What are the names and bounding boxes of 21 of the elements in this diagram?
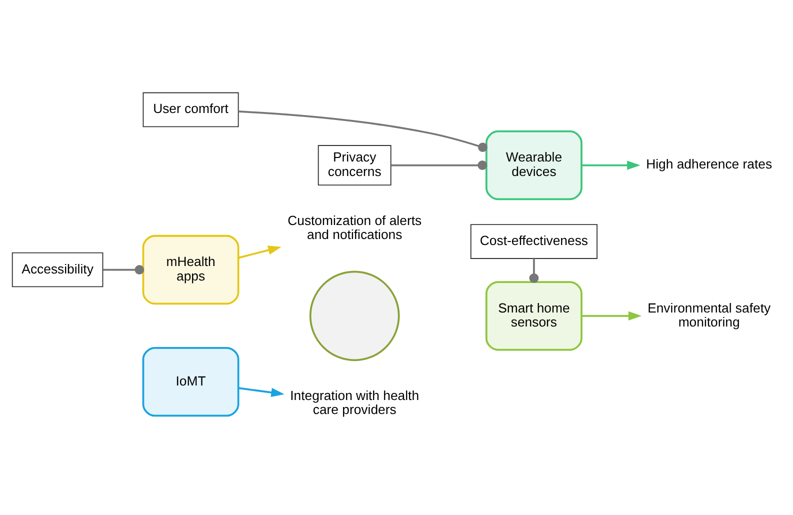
arrow: [238, 245, 282, 258]
node-box: Privacy concerns: [318, 144, 392, 185]
arrow: [582, 310, 642, 320]
arrow: [582, 160, 640, 170]
arrow: [238, 386, 284, 397]
node-text: Integration with health care providers: [290, 387, 420, 417]
node-box: mHealth apps: [142, 234, 240, 304]
node-box: Smart home sensors: [485, 280, 582, 350]
connector: [391, 160, 488, 170]
node-circle: [309, 270, 400, 361]
node-text: Customization of alerts and notifications: [288, 212, 422, 242]
connector: [238, 110, 488, 152]
node-box: Accessibility: [12, 252, 104, 287]
node-box: Cost-effectiveness: [470, 224, 598, 258]
node-text: Environmental safety monitoring: [648, 300, 771, 329]
node-box: User comfort: [142, 92, 239, 127]
node-box: Wearable devices: [485, 130, 582, 200]
connector: [102, 264, 144, 274]
connector: [529, 258, 539, 282]
node-text: High adherence rates: [646, 156, 772, 172]
node-box: IoMT: [142, 346, 240, 416]
